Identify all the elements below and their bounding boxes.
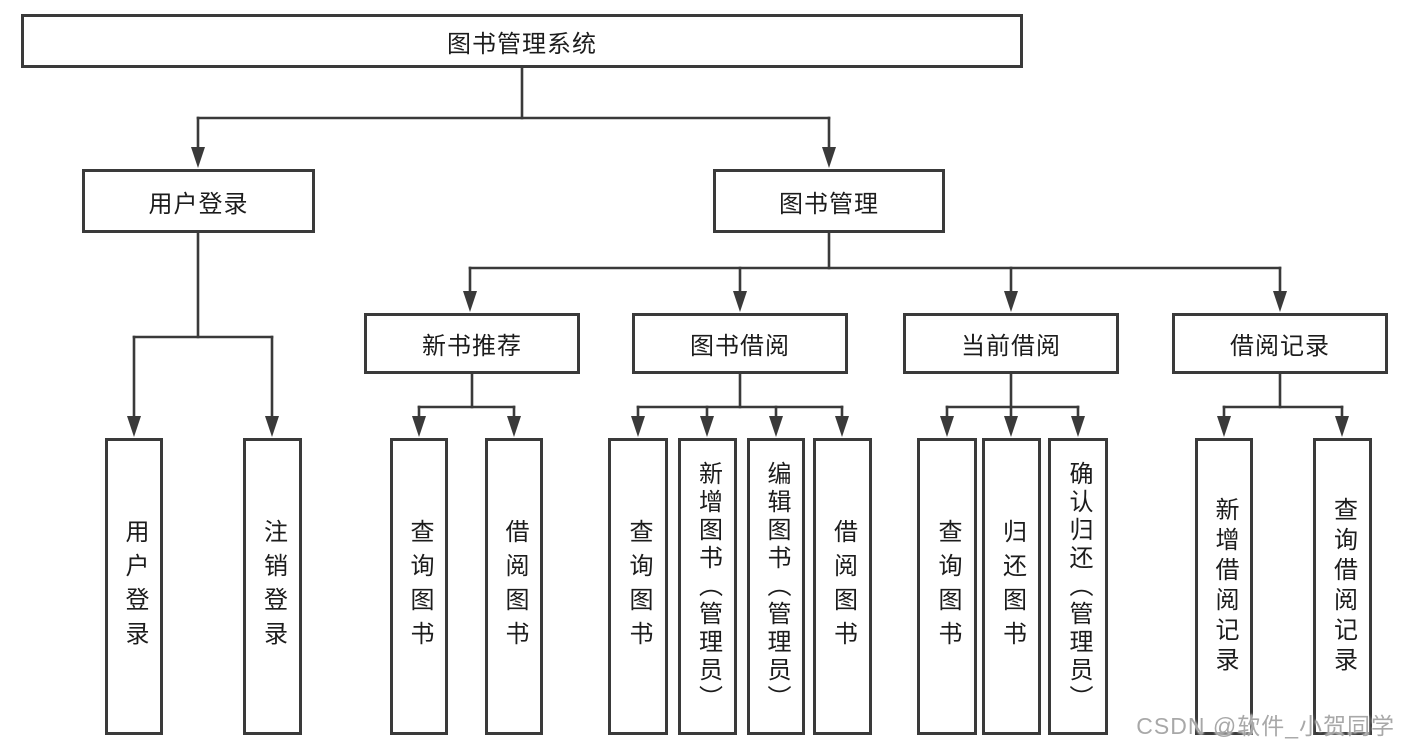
node-new-book-recommend: 新书推荐 bbox=[364, 313, 580, 374]
edge-bookmgmt-to-level3 bbox=[463, 231, 1287, 312]
leaf-edit-book-admin-label: 编辑图书（管理员） bbox=[763, 460, 790, 713]
leaf-return-book-label: 归还图书 bbox=[998, 518, 1026, 655]
leaf-add-borrow-record-label: 新增借阅记录 bbox=[1211, 496, 1238, 677]
edge-currentborrow-to-leaves bbox=[940, 372, 1085, 437]
node-user-login-label: 用户登录 bbox=[148, 190, 249, 218]
leaf-edit-book-admin: 编辑图书（管理员） bbox=[747, 438, 805, 735]
leaf-query-books-borrow: 查询图书 bbox=[608, 438, 668, 735]
leaf-logout: 注销登录 bbox=[243, 438, 302, 735]
leaf-borrow-books-recommend: 借阅图书 bbox=[485, 438, 543, 735]
leaf-query-books-borrow-label: 查询图书 bbox=[625, 518, 652, 655]
node-book-management: 图书管理 bbox=[713, 169, 945, 233]
leaf-user-login-label: 用户登录 bbox=[121, 518, 148, 655]
leaf-query-books-recommend-label: 查询图书 bbox=[406, 518, 433, 655]
edge-root-to-level2 bbox=[191, 66, 836, 168]
leaf-query-borrow-record-label: 查询借阅记录 bbox=[1329, 496, 1357, 677]
node-user-login: 用户登录 bbox=[82, 169, 315, 233]
node-book-borrow-label: 图书借阅 bbox=[690, 333, 790, 360]
csdn-watermark: CSDN @软件_小贺同学 bbox=[1136, 713, 1395, 739]
leaf-add-book-admin: 新增图书（管理员） bbox=[678, 438, 737, 735]
edge-borrowrecord-to-leaves bbox=[1217, 372, 1349, 437]
node-root: 图书管理系统 bbox=[21, 14, 1023, 68]
leaf-add-book-admin-label: 新增图书（管理员） bbox=[694, 460, 722, 713]
leaf-add-borrow-record: 新增借阅记录 bbox=[1195, 438, 1253, 735]
node-new-book-recommend-label: 新书推荐 bbox=[422, 333, 522, 360]
leaf-query-books-current-label: 查询图书 bbox=[934, 518, 961, 655]
leaf-query-books-recommend: 查询图书 bbox=[390, 438, 448, 735]
leaf-borrow-books-label: 借阅图书 bbox=[829, 518, 857, 655]
leaf-confirm-return-admin: 确认归还（管理员） bbox=[1048, 438, 1108, 735]
edge-userlogin-to-leaves bbox=[127, 231, 279, 437]
node-borrow-records-label: 借阅记录 bbox=[1230, 333, 1330, 360]
leaf-confirm-return-admin-label: 确认归还（管理员） bbox=[1065, 460, 1092, 713]
leaf-return-book: 归还图书 bbox=[982, 438, 1041, 735]
leaf-logout-label: 注销登录 bbox=[259, 518, 287, 655]
leaf-query-books-current: 查询图书 bbox=[917, 438, 977, 735]
node-borrow-records: 借阅记录 bbox=[1172, 313, 1388, 374]
edge-newbook-to-leaves bbox=[412, 372, 521, 437]
edge-bookborrow-to-leaves bbox=[631, 372, 849, 437]
leaf-query-borrow-record: 查询借阅记录 bbox=[1313, 438, 1372, 735]
node-current-borrow-label: 当前借阅 bbox=[961, 333, 1061, 360]
leaf-user-login: 用户登录 bbox=[105, 438, 163, 735]
node-root-label: 图书管理系统 bbox=[447, 30, 597, 58]
node-book-management-label: 图书管理 bbox=[779, 190, 879, 218]
leaf-borrow-books: 借阅图书 bbox=[813, 438, 872, 735]
node-book-borrow: 图书借阅 bbox=[632, 313, 848, 374]
node-current-borrow: 当前借阅 bbox=[903, 313, 1119, 374]
leaf-borrow-books-recommend-label: 借阅图书 bbox=[501, 518, 528, 655]
